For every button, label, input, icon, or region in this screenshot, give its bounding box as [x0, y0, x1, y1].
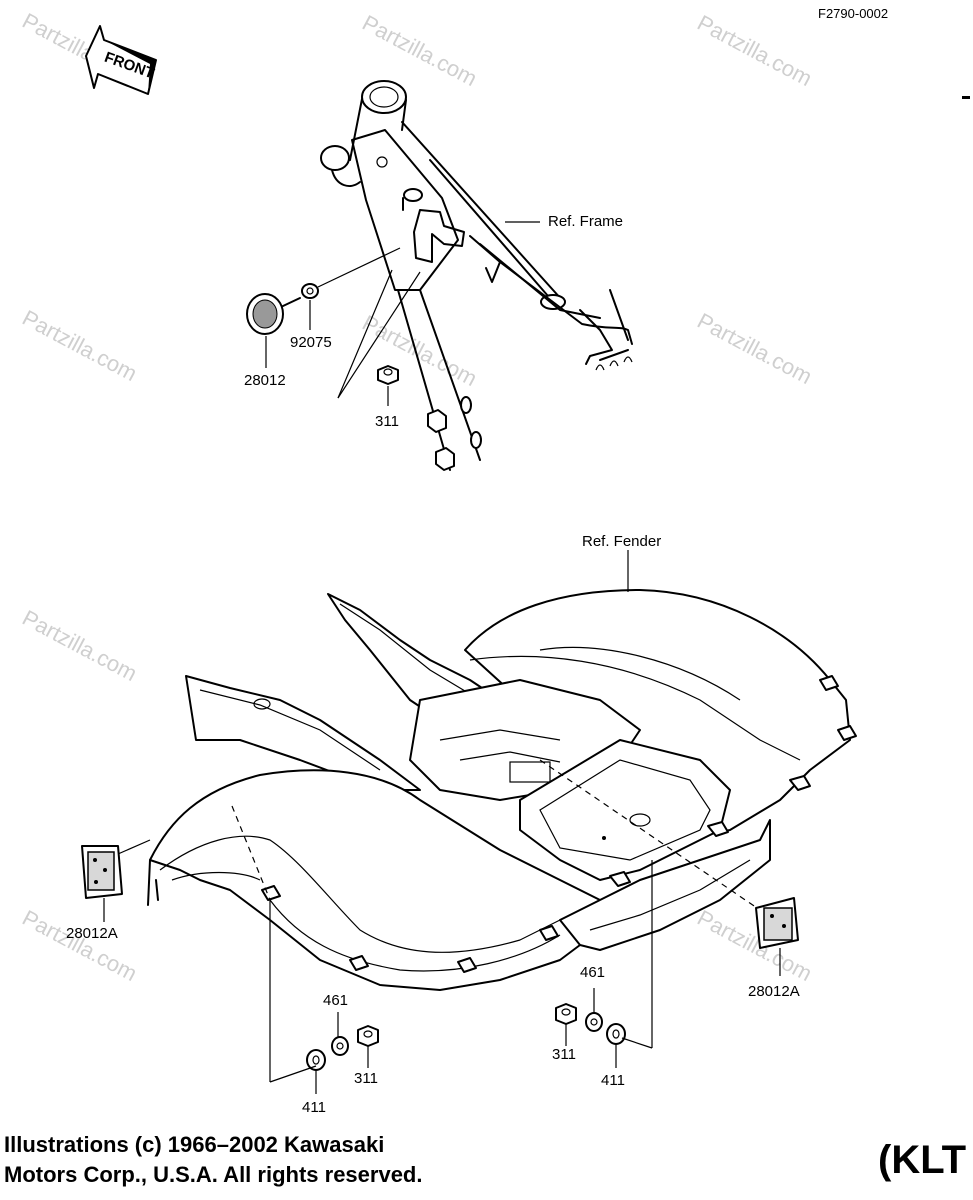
- label-ref-fender: Ref. Fender: [582, 533, 662, 550]
- copyright-notice: Illustrations (c) 1966–2002 Kawasaki Mot…: [4, 1130, 422, 1190]
- label-ref-frame: Ref. Frame: [548, 213, 624, 230]
- fender-illustration: [147, 589, 857, 991]
- frame-illustration: [320, 80, 633, 471]
- hardware-right: [555, 1003, 626, 1045]
- label-311-left: 311: [354, 1070, 378, 1087]
- model-code: (KLT: [878, 1138, 967, 1182]
- figure-code: F2790-0002: [818, 6, 889, 21]
- reflector-28012: [246, 293, 301, 335]
- label-411-right: 411: [601, 1072, 625, 1089]
- label-28012: 28012: [244, 372, 286, 389]
- label-461-left: 461: [323, 992, 349, 1009]
- label-28012a-right: 28012A: [748, 983, 800, 1000]
- label-311-right: 311: [552, 1046, 576, 1063]
- label-411-left: 411: [302, 1099, 326, 1116]
- washer-92075: [301, 283, 319, 299]
- label-92075: 92075: [290, 334, 332, 351]
- copyright-line-2: Motors Corp., U.S.A. All rights reserved…: [4, 1162, 423, 1187]
- label-28012a-left: 28012A: [66, 925, 118, 942]
- label-461-right: 461: [580, 964, 606, 981]
- hardware-left: [306, 1025, 379, 1071]
- reflector-28012a-right: [755, 897, 799, 949]
- front-arrow-icon: FRONT: [85, 25, 157, 95]
- reflector-28012a-left: [81, 845, 123, 899]
- nut-311-top: [377, 365, 399, 385]
- label-311-top: 311: [375, 413, 399, 430]
- copyright-line-1: Illustrations (c) 1966–2002 Kawasaki: [4, 1132, 385, 1157]
